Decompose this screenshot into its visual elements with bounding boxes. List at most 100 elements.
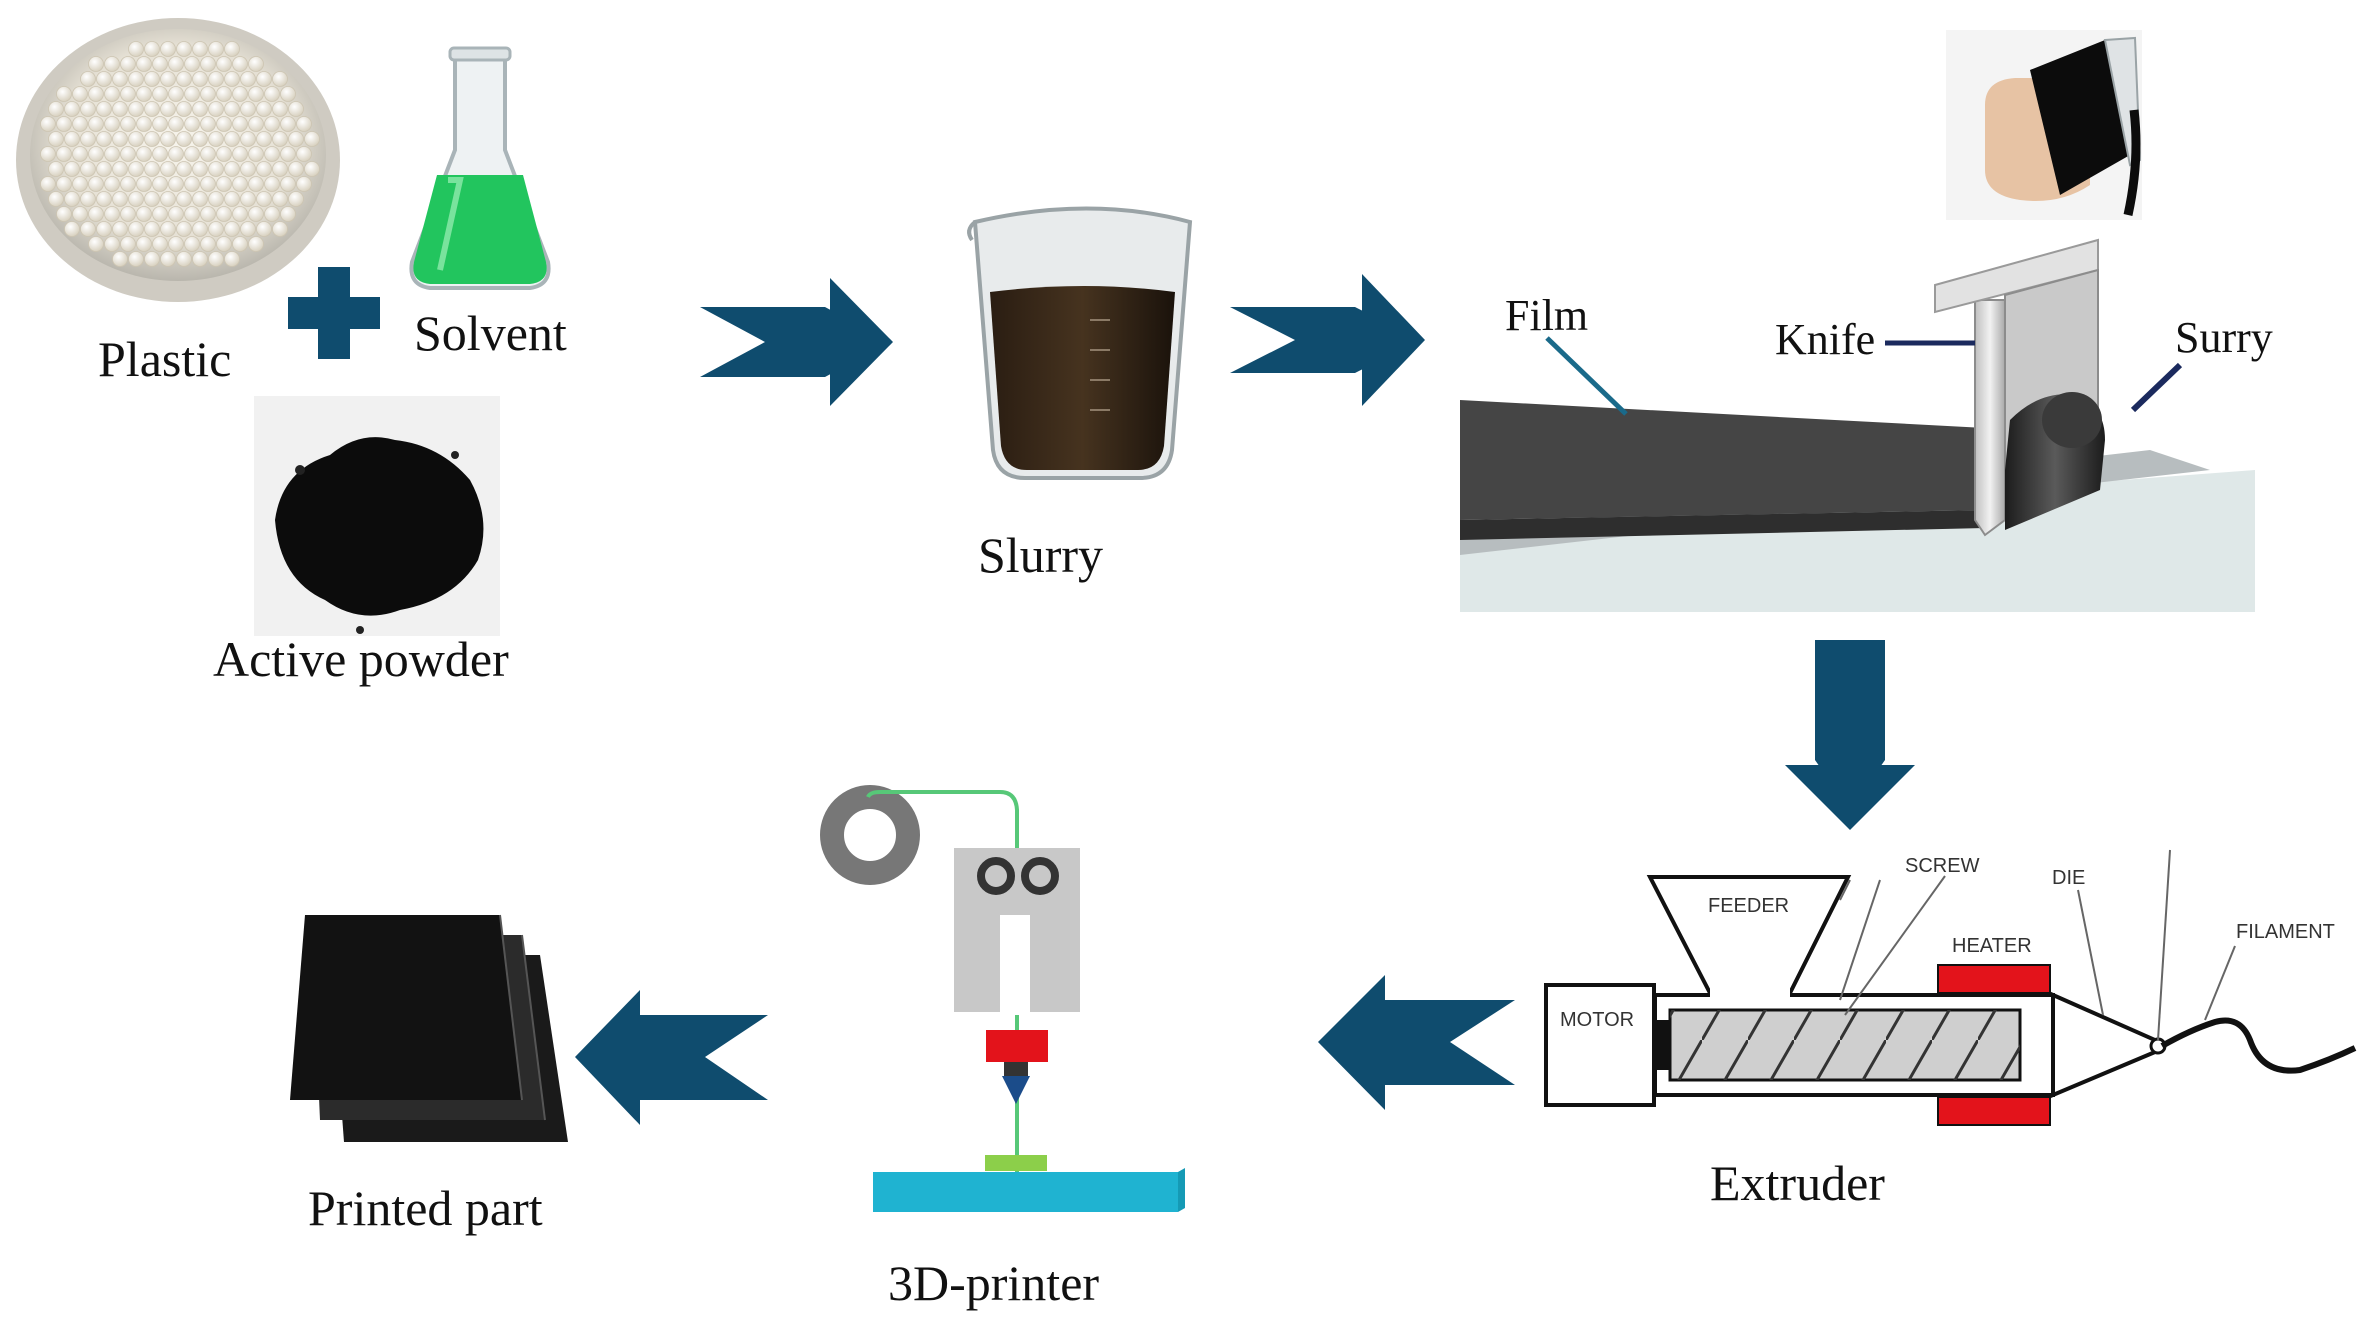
printed-layer: [985, 1155, 1047, 1171]
plastic-pellet: [248, 206, 264, 222]
plastic-pellet: [184, 86, 200, 102]
plastic-pellet: [192, 71, 208, 87]
arrow-left-1-head: [1318, 975, 1385, 1110]
plastic-pellet: [96, 131, 112, 147]
arrow-down-head: [1785, 765, 1915, 830]
plastic-pellet: [112, 221, 128, 237]
plastic-pellet: [296, 116, 312, 132]
plastic-pellet: [256, 101, 272, 117]
plastic-pellet: [264, 176, 280, 192]
plastic-pellet: [192, 251, 208, 267]
plastic-pellet: [152, 56, 168, 72]
surry-label: Surry: [2175, 313, 2273, 362]
plastic-pellet: [160, 101, 176, 117]
drive-gear-left: [977, 857, 1015, 895]
plastic-pellet: [112, 161, 128, 177]
plastic-pellet: [152, 176, 168, 192]
plastic-pellet: [200, 146, 216, 162]
plastic-pellet: [64, 191, 80, 207]
surry-leader-line: [2130, 362, 2183, 413]
knife-label: Knife: [1775, 315, 1875, 364]
plastic-pellet: [248, 146, 264, 162]
plastic-pellet: [96, 221, 112, 237]
filament-strand: [2160, 1017, 2357, 1074]
plastic-pellet: [120, 86, 136, 102]
plastic-pellet: [128, 101, 144, 117]
plastic-pellet: [120, 176, 136, 192]
plastic-pellet: [224, 41, 240, 57]
print-bed: [873, 1172, 1178, 1212]
plastic-pellet: [264, 86, 280, 102]
plastic-pellet: [256, 191, 272, 207]
die-label: DIE: [2052, 867, 2085, 889]
plastic-pellet: [88, 56, 104, 72]
plastic-pellet: [208, 101, 224, 117]
plastic-pellet: [88, 236, 104, 252]
plastic-pellet: [144, 161, 160, 177]
plastic-pellet: [168, 236, 184, 252]
plastic-pellet: [112, 191, 128, 207]
plastic-pellet: [200, 116, 216, 132]
plastic-pellet: [176, 41, 192, 57]
plastic-pellet: [208, 251, 224, 267]
plastic-pellet: [136, 146, 152, 162]
motor-label: MOTOR: [1560, 1009, 1634, 1031]
plastic-pellet: [56, 86, 72, 102]
plastic-pellet: [112, 71, 128, 87]
plastic-pellet: [256, 71, 272, 87]
film-label: Film: [1505, 291, 1588, 340]
plastic-pellet: [152, 146, 168, 162]
plastic-pellet: [176, 191, 192, 207]
plastic-pellet: [296, 176, 312, 192]
drive-gear-right: [1021, 857, 1059, 895]
feeder-label: FEEDER: [1708, 895, 1789, 917]
plastic-pellet: [192, 221, 208, 237]
plastic-pellet: [64, 131, 80, 147]
tape-casting-illustration: [1460, 238, 2255, 612]
plastic-pellet: [224, 101, 240, 117]
plastic-pellet: [80, 131, 96, 147]
plastic-pellet: [104, 116, 120, 132]
plastic-pellet: [232, 116, 248, 132]
motor-box: [1544, 983, 1656, 1107]
plastic-pellet: [168, 56, 184, 72]
filament-spool: [820, 785, 920, 885]
plastic-pellet: [280, 146, 296, 162]
plastic-pellet: [272, 161, 288, 177]
plastic-pellet: [48, 191, 64, 207]
plastic-pellet: [48, 161, 64, 177]
plastic-pellet: [216, 116, 232, 132]
plastic-pellet: [272, 221, 288, 237]
plastic-pellet: [48, 131, 64, 147]
plastic-pellet: [96, 191, 112, 207]
plastic-pellet: [72, 146, 88, 162]
plastic-label: Plastic: [98, 331, 231, 387]
heater-label: HEATER: [1952, 935, 2032, 957]
plastic-pellet: [168, 86, 184, 102]
plastic-pellet: [296, 146, 312, 162]
plastic-pellet: [152, 116, 168, 132]
plastic-pellet: [88, 176, 104, 192]
plastic-pellet: [152, 206, 168, 222]
plastic-pellet: [264, 206, 280, 222]
plastic-pellet: [96, 161, 112, 177]
plastic-pellet: [128, 251, 144, 267]
plastic-pellet: [240, 131, 256, 147]
slurry-beaker-image: [967, 206, 1193, 480]
plastic-pellet: [120, 116, 136, 132]
arrow-right-1-head: [830, 278, 893, 406]
plastic-pellet: [56, 176, 72, 192]
plastic-pellet: [208, 191, 224, 207]
plastic-pellet: [200, 56, 216, 72]
arrow-left-2-head: [575, 990, 640, 1125]
plastic-pellet: [56, 146, 72, 162]
plastic-pellet: [160, 71, 176, 87]
plastic-pellet: [160, 161, 176, 177]
plastic-pellet: [80, 101, 96, 117]
plastic-pellet: [288, 161, 304, 177]
plastic-pellet: [88, 146, 104, 162]
plastic-pellet: [80, 161, 96, 177]
plastic-pellet: [272, 131, 288, 147]
pouring-slurry-image: [1946, 30, 2142, 220]
